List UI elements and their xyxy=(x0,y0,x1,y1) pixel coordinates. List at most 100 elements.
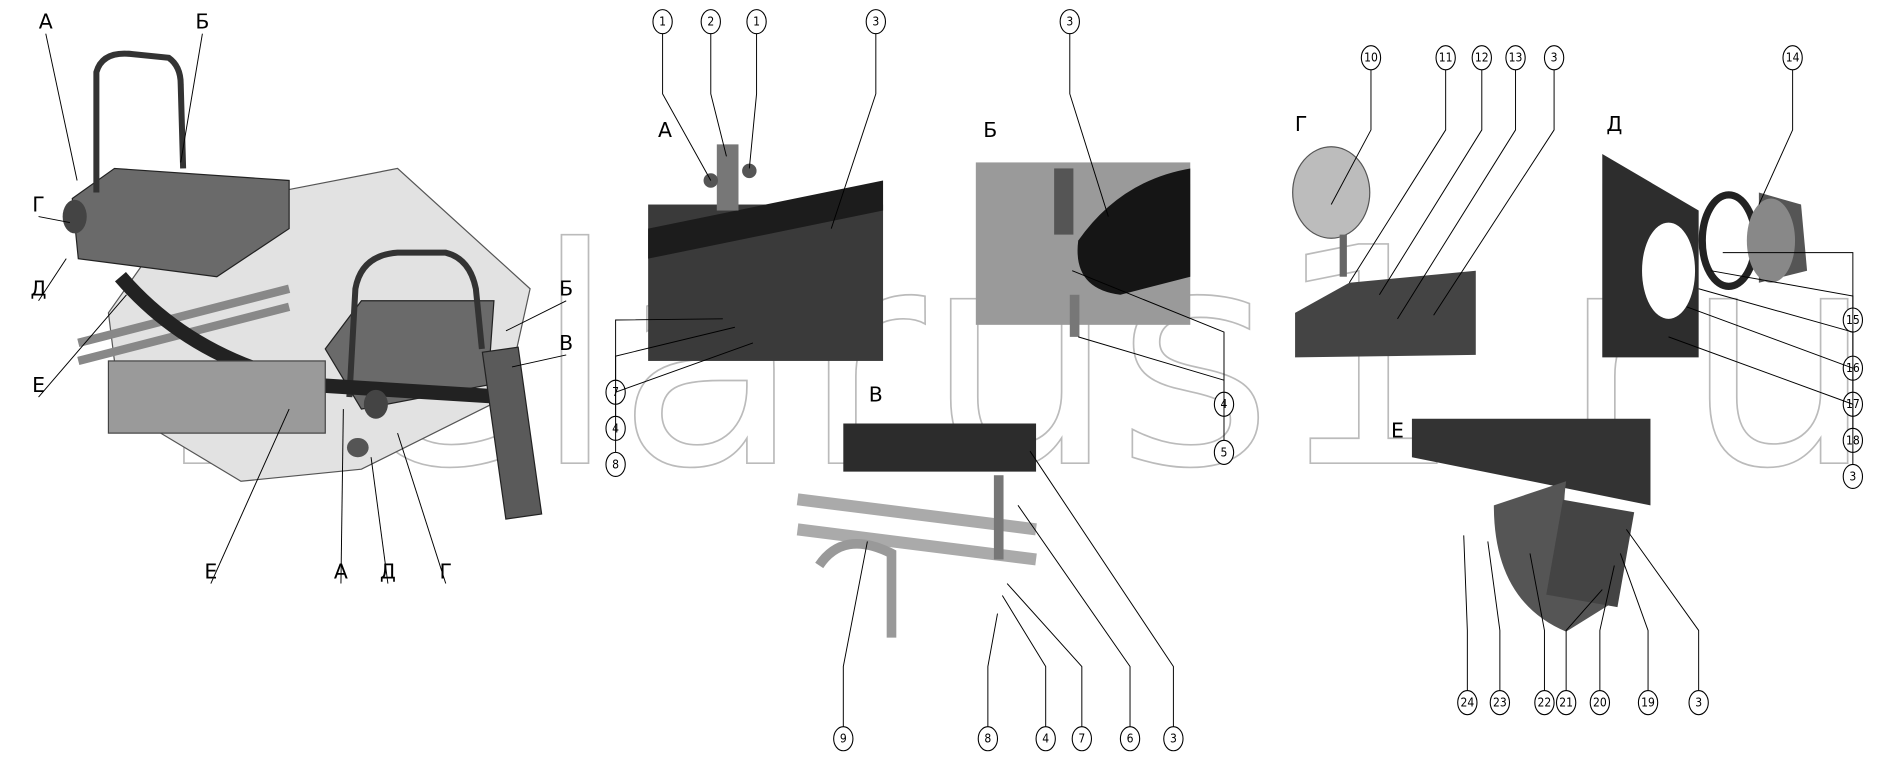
callout-number: 9 xyxy=(840,732,847,746)
callout-21: 21 xyxy=(1555,589,1603,716)
callout-number: 4 xyxy=(1042,732,1049,746)
callout-number: 13 xyxy=(1509,51,1523,65)
callout-number: 10 xyxy=(1364,51,1378,65)
callout-23: 23 xyxy=(1487,541,1511,716)
callout-13: 13 xyxy=(1397,45,1526,320)
letter-leader xyxy=(38,258,67,302)
callout-circle xyxy=(865,9,887,35)
callout-number: 6 xyxy=(1127,732,1134,746)
callout-number: 11 xyxy=(1439,51,1453,65)
leader-line xyxy=(1078,336,1225,441)
callout-24: 24 xyxy=(1457,535,1478,716)
leader-line xyxy=(1433,69,1555,316)
leader-line xyxy=(1625,529,1700,691)
leader-line xyxy=(842,541,868,727)
callout-7: 7 xyxy=(1006,583,1093,752)
location-letter: В xyxy=(559,331,573,355)
leader-line xyxy=(1029,450,1174,727)
detail-a-image xyxy=(648,144,884,361)
callout-circle xyxy=(1360,45,1382,71)
callout-circle xyxy=(1163,726,1184,752)
callout-number: 22 xyxy=(1538,696,1552,710)
leader-line xyxy=(987,613,998,727)
callout-number: 8 xyxy=(612,457,619,471)
location-letter: Б xyxy=(195,10,209,34)
leader-line xyxy=(1619,553,1649,691)
detail-title: В xyxy=(869,383,883,407)
callout-4: 4 xyxy=(1001,595,1056,752)
leader-line xyxy=(1487,541,1501,691)
leader-line xyxy=(748,33,758,169)
callout-number: 5 xyxy=(1221,445,1228,459)
letter-leader xyxy=(38,294,127,398)
letter-leader xyxy=(370,457,389,584)
detail-title: Б xyxy=(983,118,997,142)
callout-number: 1 xyxy=(659,15,666,29)
callout-number: 12 xyxy=(1475,51,1489,65)
callout-circle xyxy=(700,9,721,35)
location-letter: А xyxy=(334,559,348,583)
callout-number: 20 xyxy=(1593,696,1607,710)
callout-19: 19 xyxy=(1619,553,1659,716)
callout-circle xyxy=(1782,45,1803,71)
callout-number: 2 xyxy=(707,15,714,29)
detail-title: Е xyxy=(1391,419,1404,443)
callout-number: 3 xyxy=(1551,51,1558,65)
location-letter: А xyxy=(39,10,53,34)
location-letter: Б xyxy=(559,277,573,301)
detail-title: А xyxy=(658,118,672,142)
callout-3: 3 xyxy=(1668,336,1864,490)
callout-8: 8 xyxy=(977,613,999,752)
location-letter: Г xyxy=(32,193,44,217)
callout-3: 3 xyxy=(1625,529,1709,716)
letter-leader xyxy=(397,432,447,584)
callout-14: 14 xyxy=(1758,45,1803,205)
letter-leader xyxy=(505,300,567,332)
callout-number: 7 xyxy=(1078,732,1085,746)
callout-22: 22 xyxy=(1529,553,1555,716)
callout-circle xyxy=(1555,690,1577,716)
location-letter: Д xyxy=(31,277,47,301)
leader-line xyxy=(1668,336,1854,465)
leader-line xyxy=(1001,595,1047,727)
callout-circle xyxy=(1471,45,1492,71)
location-letter: Е xyxy=(204,559,217,583)
callout-circle xyxy=(605,451,626,477)
callout-3: 3 xyxy=(1029,450,1184,752)
letter-leader xyxy=(340,409,344,584)
letter-leader xyxy=(210,408,290,584)
detail-title: Г xyxy=(1295,112,1307,136)
callout-circle xyxy=(1213,439,1235,465)
callout-circle xyxy=(977,726,999,752)
leader-line xyxy=(662,33,712,181)
callout-number: 14 xyxy=(1786,51,1800,65)
callout-circle xyxy=(1071,726,1093,752)
letter-leader xyxy=(180,33,203,163)
leader-line xyxy=(615,342,754,453)
detail-e-image xyxy=(1411,418,1651,632)
location-letter: Д xyxy=(380,559,396,583)
callout-1: 1 xyxy=(746,9,767,169)
leader-line xyxy=(1758,69,1794,205)
detail-d-image xyxy=(1602,154,1808,358)
callout-number: 3 xyxy=(1066,15,1073,29)
callout-6: 6 xyxy=(1017,505,1141,752)
callout-circle xyxy=(1059,9,1080,35)
callout-3: 3 xyxy=(830,9,887,229)
detail-v-image xyxy=(796,423,1037,638)
leader-line xyxy=(830,33,877,229)
callout-number: 19 xyxy=(1641,696,1655,710)
callout-circle xyxy=(1035,726,1056,752)
callout-5: 5 xyxy=(1078,336,1235,465)
location-letter: Е xyxy=(32,373,45,397)
callout-number: 23 xyxy=(1493,696,1507,710)
callout-circle xyxy=(1842,463,1864,490)
callout-number: 3 xyxy=(1695,696,1702,710)
callout-number: 3 xyxy=(1170,732,1177,746)
callout-3: 3 xyxy=(1433,45,1565,316)
callout-circle xyxy=(1589,690,1611,716)
callout-circle xyxy=(746,9,767,35)
callout-circle xyxy=(833,726,854,752)
